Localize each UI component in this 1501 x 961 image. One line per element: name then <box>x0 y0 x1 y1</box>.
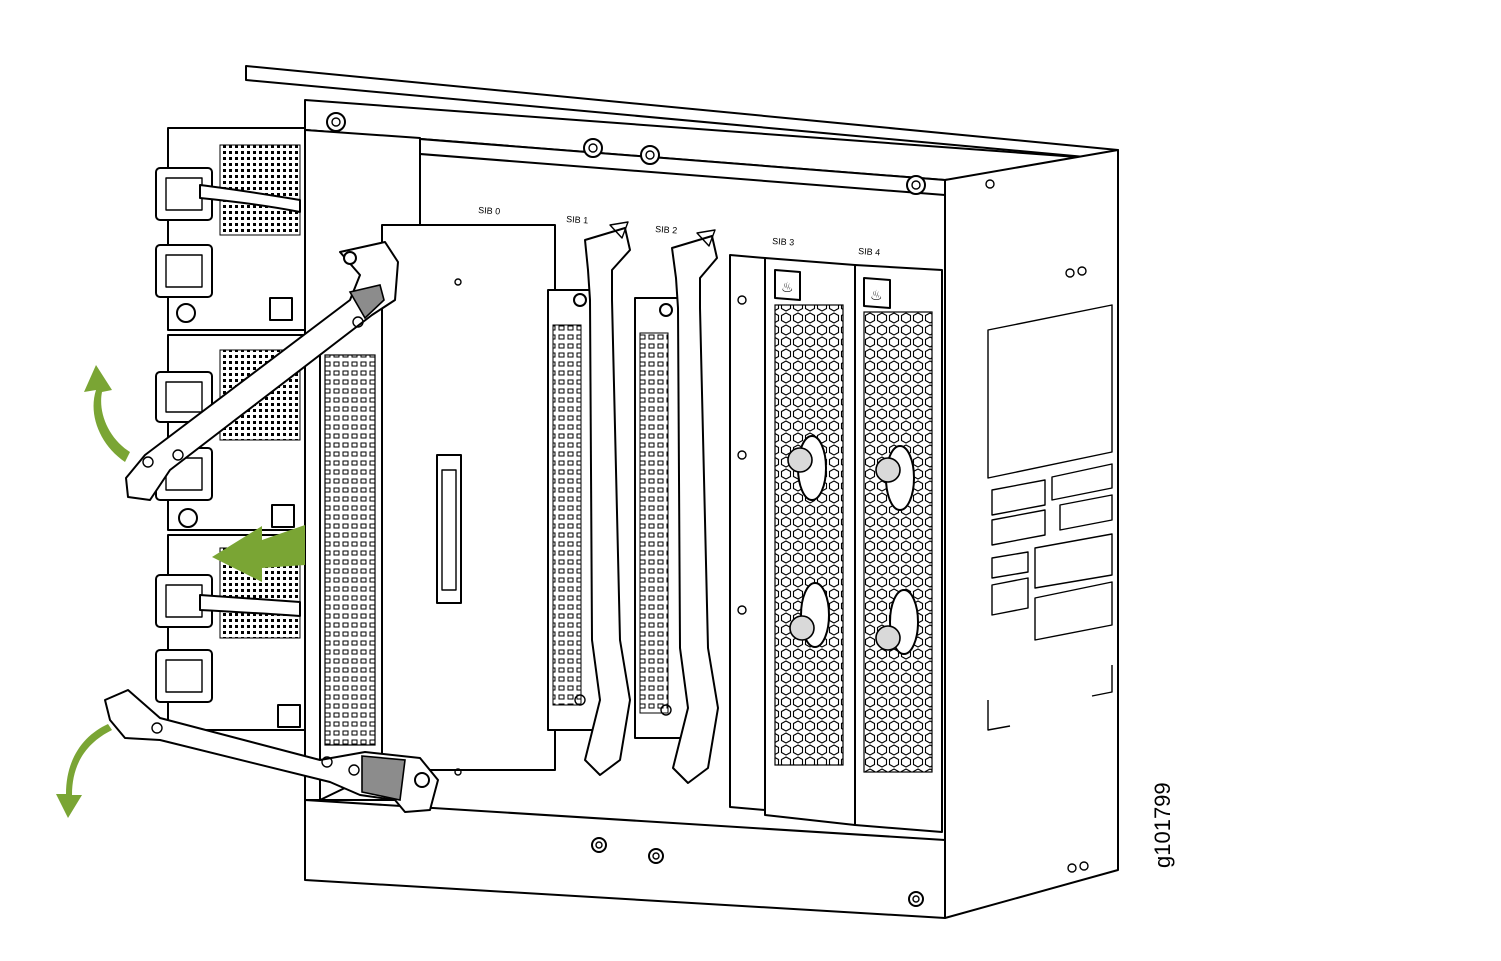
svg-text:♨: ♨ <box>870 288 883 304</box>
top-screw-group <box>326 112 926 195</box>
sib-module-removing <box>104 224 556 813</box>
power-supply-stack <box>155 127 306 731</box>
svg-text:♨: ♨ <box>781 280 794 296</box>
sib-module-3: ♨ <box>764 257 856 826</box>
side-label-panel <box>985 179 1113 873</box>
sib-module-4: ♨ <box>854 264 943 833</box>
figure-id-label: g101799 <box>1150 782 1175 868</box>
lower-ejector-lever <box>104 689 439 813</box>
slot-label-sib-1: SIB 1 <box>566 214 589 226</box>
slot-divider <box>729 254 766 811</box>
rotate-down-arrow-icon <box>56 724 112 818</box>
power-supply-unit <box>155 127 306 331</box>
sib-module-2 <box>634 229 719 784</box>
upper-ejector-lever <box>125 241 399 501</box>
slot-label-sib-3: SIB 3 <box>772 236 795 248</box>
bottom-screw-group <box>591 837 924 907</box>
slot-label-sib-0: SIB 0 <box>478 205 501 217</box>
pull-out-arrow-icon <box>212 525 305 582</box>
slot-label-sib-4: SIB 4 <box>858 246 881 258</box>
slot-label-group: SIB 0 SIB 1 SIB 2 SIB 3 SIB 4 <box>478 205 881 258</box>
rotate-up-arrow-icon <box>84 365 130 462</box>
sib-module-1 <box>547 221 631 776</box>
motion-arrows <box>56 365 305 818</box>
slot-label-sib-2: SIB 2 <box>655 224 678 236</box>
